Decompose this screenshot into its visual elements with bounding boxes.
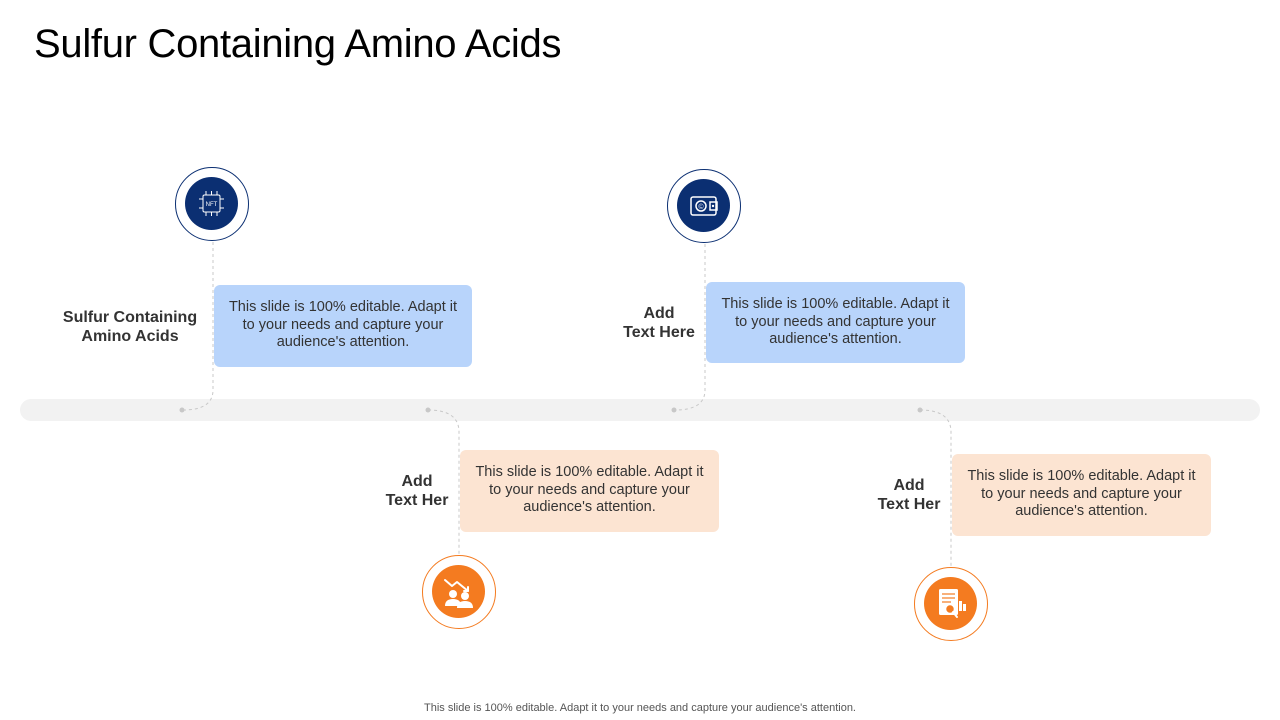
slide-footer: This slide is 100% editable. Adapt it to… (424, 702, 856, 714)
connector-dot-3 (671, 407, 677, 413)
item-2-icon-badge (422, 555, 496, 629)
svg-text:©: © (698, 203, 704, 211)
connector-2 (427, 409, 460, 556)
declining-chart-people-icon (444, 579, 473, 608)
connector-3 (674, 244, 706, 411)
nft-chip-icon: NFT (199, 191, 224, 216)
item-3-text-box: This slide is 100% editable. Adapt it to… (706, 282, 965, 363)
item-4-text-box: This slide is 100% editable. Adapt it to… (952, 454, 1211, 536)
document-search-icon (939, 589, 966, 618)
connector-4 (919, 409, 952, 568)
connector-dot-2 (425, 407, 431, 413)
copyright-wallet-icon: © (690, 196, 718, 216)
connector-1 (182, 242, 214, 411)
item-1-icon-badge: NFT (175, 167, 249, 241)
connector-dot-1 (179, 407, 185, 413)
connector-dot-4 (917, 407, 923, 413)
item-2-text-box: This slide is 100% editable. Adapt it to… (460, 450, 719, 532)
svg-text:NFT: NFT (206, 202, 218, 208)
item-4-icon-badge (914, 567, 988, 641)
item-3-icon-badge: © (667, 169, 741, 243)
item-1-text-box: This slide is 100% editable. Adapt it to… (214, 285, 472, 367)
timeline-track (20, 399, 1260, 421)
slide-title: Sulfur Containing Amino Acids (34, 22, 562, 66)
